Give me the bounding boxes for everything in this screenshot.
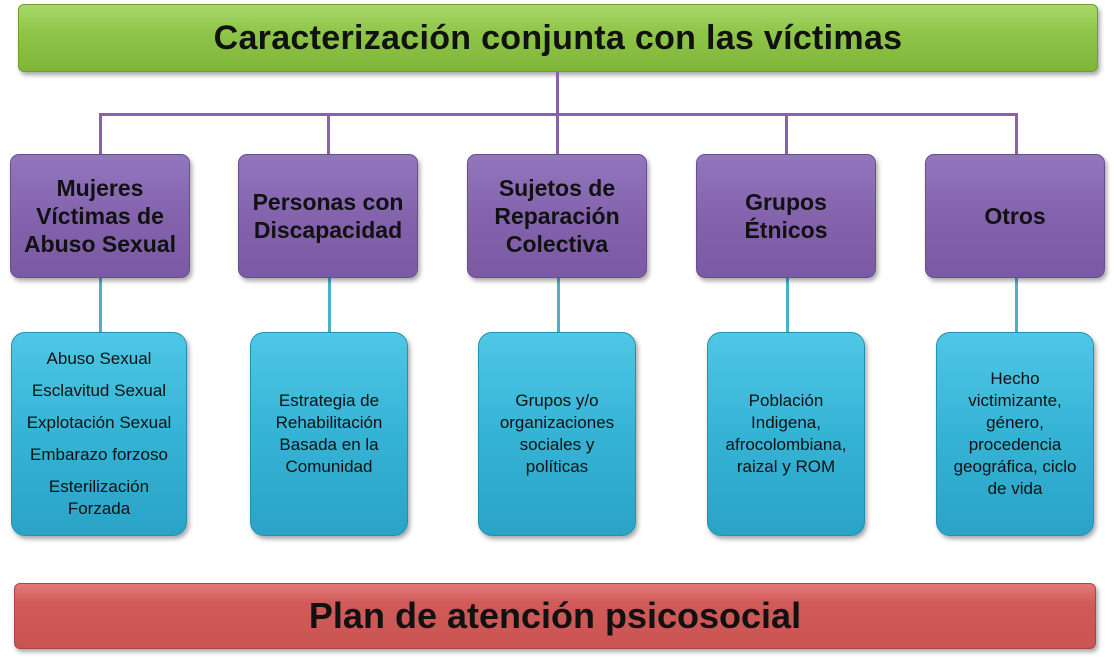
- connector-detail-3: [557, 278, 560, 333]
- connector-drop-5: [1015, 113, 1018, 155]
- connector-detail-5: [1015, 278, 1018, 333]
- diagram-title: Caracterización conjunta con las víctima…: [213, 18, 903, 57]
- detail-otros: Hecho victimizante, género, procedencia …: [936, 332, 1094, 536]
- connector-detail-4: [786, 278, 789, 333]
- category-label: Otros: [984, 203, 1046, 229]
- connector-detail-1: [99, 278, 102, 333]
- connector-drop-4: [785, 113, 788, 155]
- footer-bar: Plan de atención psicosocial: [14, 583, 1096, 649]
- category-grupos-etnicos: Grupos Étnicos: [696, 154, 876, 278]
- detail-item: Esclavitud Sexual: [31, 381, 167, 400]
- detail-grupos-etnicos: Población Indigena, afrocolombiana, raiz…: [707, 332, 865, 536]
- detail-item: Explotación Sexual: [26, 413, 172, 432]
- detail-sujetos-reparacion: Grupos y/o organizaciones sociales y pol…: [478, 332, 636, 536]
- title-bar: Caracterización conjunta con las víctima…: [18, 4, 1098, 72]
- category-label: Grupos Étnicos: [744, 189, 828, 243]
- connector-drop-3: [556, 113, 559, 155]
- detail-text: Grupos y/o organizaciones sociales y pol…: [499, 391, 615, 476]
- category-label: Sujetos de Reparación Colectiva: [494, 175, 620, 257]
- detail-text: Hecho victimizante, género, procedencia …: [953, 369, 1077, 498]
- category-sujetos-reparacion: Sujetos de Reparación Colectiva: [467, 154, 647, 278]
- detail-item: Embarazo forzoso: [30, 445, 168, 464]
- category-label: Mujeres Víctimas de Abuso Sexual: [23, 175, 177, 257]
- detail-mujeres-victimas: Abuso Sexual Esclavitud Sexual Explotaci…: [11, 332, 187, 536]
- detail-list: Abuso Sexual Esclavitud Sexual Explotaci…: [27, 348, 172, 520]
- connector-drop-2: [327, 113, 330, 155]
- detail-item: Abuso Sexual: [46, 349, 152, 368]
- detail-item: Esterilización Forzada: [48, 477, 150, 518]
- category-otros: Otros: [925, 154, 1105, 278]
- category-mujeres-victimas: Mujeres Víctimas de Abuso Sexual: [10, 154, 190, 278]
- connector-title-stem: [556, 72, 559, 114]
- detail-personas-discapacidad: Estrategia de Rehabilitación Basada en l…: [250, 332, 408, 536]
- detail-text: Población Indigena, afrocolombiana, raiz…: [725, 391, 847, 476]
- footer-title: Plan de atención psicosocial: [308, 595, 802, 636]
- detail-text: Estrategia de Rehabilitación Basada en l…: [275, 391, 383, 476]
- category-label: Personas con Discapacidad: [252, 189, 404, 243]
- connector-drop-1: [99, 113, 102, 155]
- connector-detail-2: [328, 278, 331, 333]
- category-personas-discapacidad: Personas con Discapacidad: [238, 154, 418, 278]
